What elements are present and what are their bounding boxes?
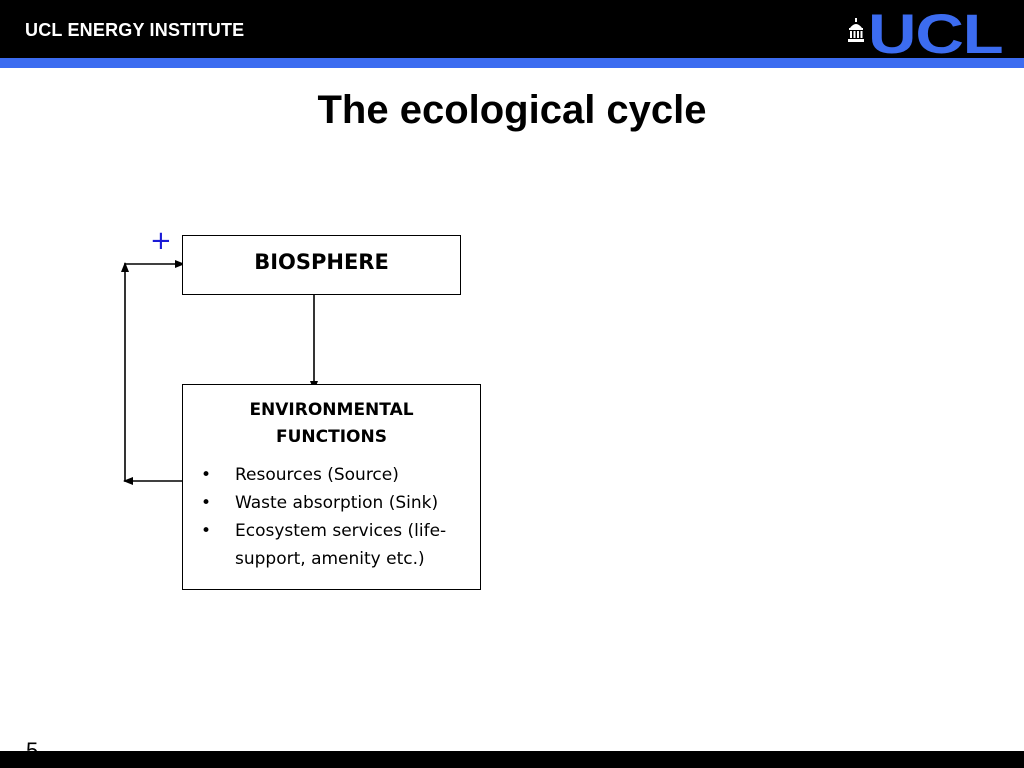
ucl-logo: UCL [846,6,1006,62]
list-item: • Resources (Source) [183,461,465,489]
list-item: • Waste absorption (Sink) [183,489,465,517]
environmental-functions-box: ENVIRONMENTAL FUNCTIONS • Resources (Sou… [182,384,481,590]
biosphere-box: BIOSPHERE [182,235,461,295]
list-item-text: Waste absorption (Sink) [235,493,439,513]
list-item: • Ecosystem services (life-support, amen… [183,517,465,573]
ucl-logo-text: UCL [868,2,1004,65]
bullet-icon: • [201,521,212,541]
header-accent-stripe [0,58,1024,68]
biosphere-label: BIOSPHERE [254,250,389,274]
portico-icon [848,18,864,42]
list-item-text: Resources (Source) [235,465,399,485]
heading-line-1: ENVIRONMENTAL [249,400,414,420]
bullet-icon: • [201,493,212,513]
environmental-functions-heading: ENVIRONMENTAL FUNCTIONS [183,397,480,451]
footer-bar [0,751,1024,768]
functions-list: • Resources (Source) • Waste absorption … [183,461,465,573]
positive-feedback-sign: + [150,226,172,256]
page-title: The ecological cycle [317,88,707,132]
institute-name: UCL ENERGY INSTITUTE [25,20,245,40]
bullet-icon: • [201,465,212,485]
slide-number: 5 [26,738,39,763]
list-item-text: Ecosystem services (life-support, amenit… [235,521,447,569]
heading-line-2: FUNCTIONS [276,427,387,447]
